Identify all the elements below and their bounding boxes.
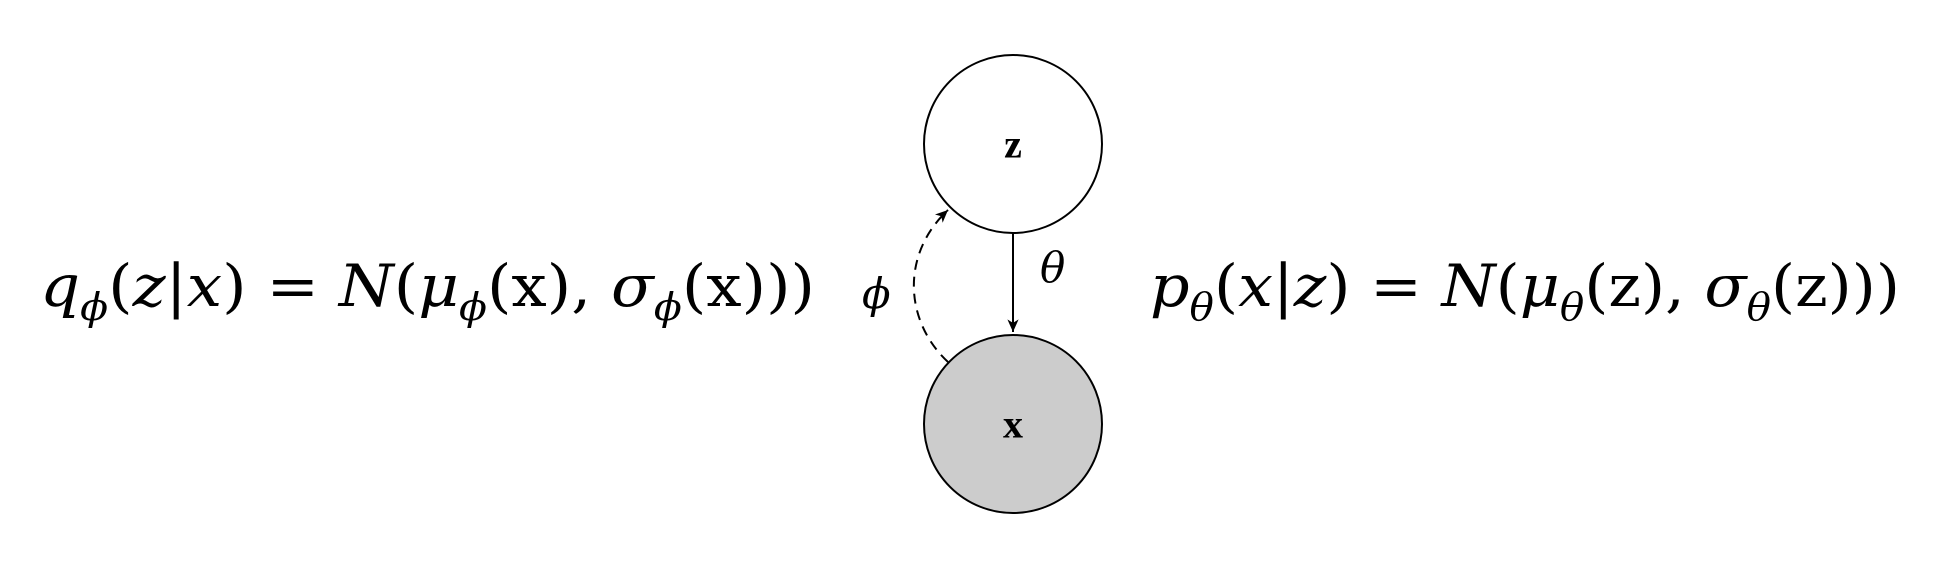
encoder-mu: μ <box>418 252 459 320</box>
decoder-sigma: σ <box>1704 252 1748 320</box>
encoder-equation: qϕ(z|x) = N(μϕ(x), σϕ(x))) <box>40 252 815 329</box>
decoder-close-paren: ) <box>1326 252 1350 320</box>
decoder-normal: N <box>1439 252 1498 320</box>
encoder-sigma: σ <box>611 252 655 320</box>
encoder-normal: N <box>337 252 396 320</box>
encoder-close: )) <box>766 252 815 320</box>
decoder-sigma-arg: (z) <box>1771 252 1852 320</box>
decoder-p: p <box>1150 252 1190 320</box>
encoder-arg-z: z <box>132 252 167 320</box>
decoder-close: )) <box>1852 252 1900 320</box>
decoder-comma: , <box>1665 252 1704 320</box>
decoder-bar: | <box>1273 252 1294 320</box>
encoder-comma: , <box>571 252 611 320</box>
decoder-equals: = <box>1350 252 1441 320</box>
decoder-arg-z: z <box>1293 252 1327 320</box>
latent-node-label: z <box>1004 122 1022 167</box>
generative-edge-label: θ <box>1040 243 1065 292</box>
encoder-bar: | <box>166 252 187 320</box>
decoder-equation: pθ(x|z) = N(μθ(z), σθ(z))) <box>1150 252 1900 329</box>
encoder-mu-subscript: ϕ <box>459 285 487 329</box>
encoder-q-subscript: ϕ <box>80 285 108 329</box>
encoder-sigma-arg: (x) <box>682 252 766 320</box>
decoder-arg-x: x <box>1238 252 1273 320</box>
encoder-q: q <box>40 252 80 320</box>
observed-node-label: x <box>1003 402 1023 447</box>
encoder-close-paren: ) <box>222 252 246 320</box>
decoder-p-subscript: θ <box>1190 285 1215 329</box>
encoder-open-paren: ( <box>108 252 132 320</box>
inference-edge-arrow <box>912 209 949 363</box>
observed-node-x <box>923 334 1103 514</box>
encoder-arg-x: x <box>187 252 222 320</box>
encoder-sigma-subscript: ϕ <box>654 285 682 329</box>
decoder-mu: μ <box>1520 252 1560 320</box>
encoder-mu-arg: (x) <box>487 252 571 320</box>
decoder-mu-subscript: θ <box>1560 285 1585 329</box>
inference-edge-label: ϕ <box>862 269 891 318</box>
decoder-open-paren: ( <box>1214 252 1238 320</box>
decoder-mu-arg: (z) <box>1584 252 1665 320</box>
encoder-equals: = <box>247 252 339 320</box>
encoder-normal-open: ( <box>394 252 418 320</box>
decoder-normal-open: ( <box>1496 252 1520 320</box>
decoder-sigma-subscript: θ <box>1747 285 1772 329</box>
